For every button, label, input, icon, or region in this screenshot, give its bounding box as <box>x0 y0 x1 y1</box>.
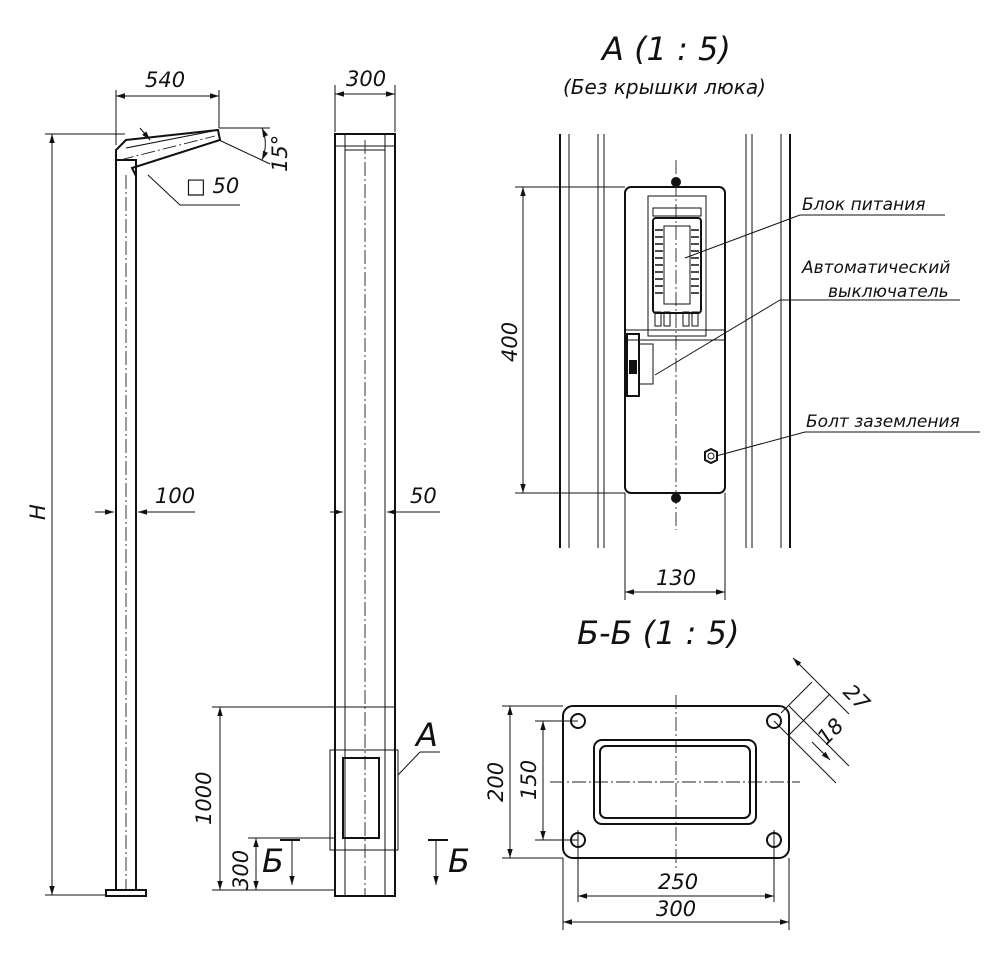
power-unit <box>647 195 707 337</box>
section-bb: Б-Б (1 : 5) 250 300 200 150 <box>484 614 875 930</box>
dim-arm-length: 540 <box>145 68 185 92</box>
dim-bb-corner-b: 18 <box>813 714 849 750</box>
dim-bb-outer-width: 300 <box>656 897 696 921</box>
dim-width: 300 <box>346 67 386 91</box>
base-plate <box>105 889 147 897</box>
callout-frame-a <box>329 749 399 851</box>
view-a-subtitle: (Без крышки люка) <box>563 75 766 99</box>
circuit-breaker <box>626 333 654 397</box>
left-view: 540 15° □ 50 100 H <box>26 68 292 897</box>
dim-section-height: 300 <box>229 850 253 890</box>
dim-bb-outer-height: 200 <box>484 762 508 802</box>
dim-height: H <box>26 504 50 520</box>
bracket-arm <box>115 128 222 177</box>
dim-bb-inner-height: 150 <box>517 760 541 800</box>
label-ground-bolt: Болт заземления <box>806 412 960 432</box>
dim-square: □ 50 <box>186 174 239 198</box>
callout-a: А <box>414 716 438 754</box>
dim-hatch-height: 1000 <box>192 772 216 825</box>
dim-a-width: 130 <box>656 566 696 590</box>
tube-outer <box>593 739 757 825</box>
label-power-unit: Блок питания <box>802 195 925 215</box>
dim-wall: 50 <box>410 484 437 508</box>
dim-angle: 15° <box>268 135 292 172</box>
view-a: А (1 : 5) (Без крышки люка) <box>498 30 980 600</box>
label-breaker-line2: выключатель <box>828 282 949 302</box>
label-breaker-line1: Автоматический <box>801 258 950 278</box>
view-a-title: А (1 : 5) <box>600 30 731 68</box>
dim-bb-corner-a: 27 <box>838 680 874 716</box>
ground-bolt <box>704 447 718 465</box>
tube-inner <box>599 745 751 819</box>
dim-bb-inner-width: 250 <box>658 870 698 894</box>
dim-a-height: 400 <box>498 322 522 362</box>
middle-view: А 300 50 1000 300 Б Б <box>192 67 470 897</box>
section-mark-left: Б <box>262 842 284 880</box>
section-mark-right: Б <box>448 842 470 880</box>
hatch-opening <box>342 757 380 839</box>
dim-pipe: 100 <box>155 484 195 508</box>
section-bb-title: Б-Б (1 : 5) <box>577 614 739 652</box>
